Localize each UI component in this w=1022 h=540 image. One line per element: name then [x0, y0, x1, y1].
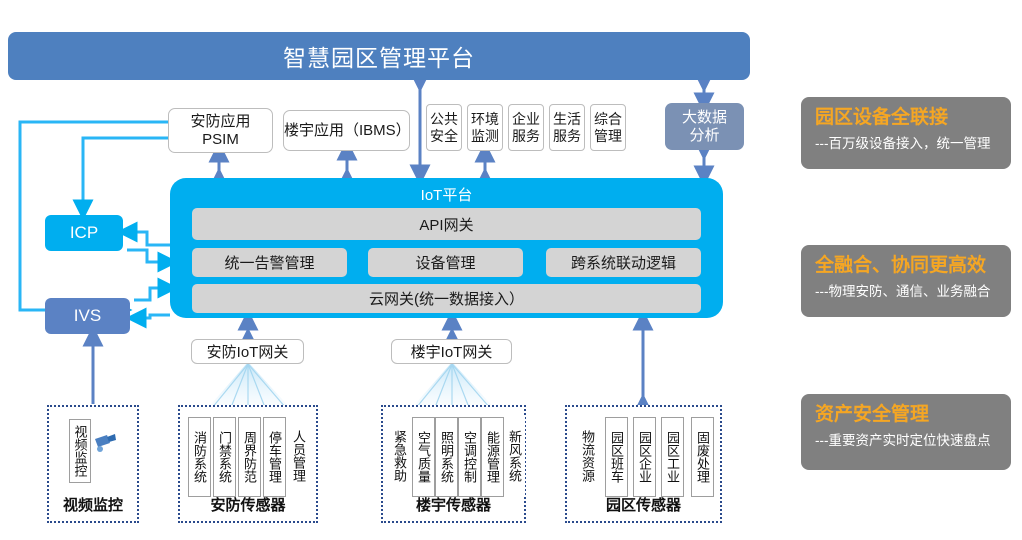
enterprise-line-2: 服务: [512, 127, 540, 144]
gateway-security-iot[interactable]: 安防IoT网关: [191, 339, 304, 364]
iot-card-unified-alarm[interactable]: 统一告警管理: [192, 248, 347, 277]
sensor-access-control[interactable]: 门禁系统: [213, 417, 236, 497]
callout-full-convergence: 全融合、协同更高效 ---物理安防、通信、业务融合: [801, 245, 1011, 317]
sensor-energy-management[interactable]: 能源管理: [481, 417, 504, 497]
bigdata-line-1: 大数据: [681, 108, 727, 126]
gateway-building-iot[interactable]: 楼宇IoT网关: [391, 339, 512, 364]
life-line-1: 生活: [553, 110, 581, 127]
callout-asset-security: 资产安全管理 ---重要资产实时定位快速盘点: [801, 394, 1011, 470]
iot-card-cross-system-logic[interactable]: 跨系统联动逻辑: [546, 248, 701, 277]
app-box-ibms[interactable]: 楼宇应用（IBMS）: [283, 110, 411, 151]
sensor-perimeter-protection[interactable]: 周界防范: [238, 417, 261, 497]
camera-icon: [95, 434, 116, 452]
sensor-fresh-air-system[interactable]: 新风系统: [504, 417, 525, 495]
iot-card-cloud-gateway[interactable]: 云网关(统一数据接入）: [192, 284, 701, 313]
app-box-life-service[interactable]: 生活 服务: [549, 104, 585, 151]
callout-title-device-connectivity: 园区设备全联接: [815, 107, 949, 128]
ivs-node[interactable]: IVS: [45, 298, 130, 334]
group-building-sensors: 紧急救助 空气质量 照明系统 空调控制 能源管理 新风系统 楼宇传感器: [381, 405, 526, 523]
iot-card-api-gateway[interactable]: API网关: [192, 208, 701, 240]
integrated-line-1: 综合: [594, 110, 622, 127]
callout-device-connectivity: 园区设备全联接 ---百万级设备接入，统一管理: [801, 97, 1011, 169]
sensor-parking-management[interactable]: 停车管理: [263, 417, 286, 497]
enterprise-line-1: 企业: [512, 110, 540, 127]
group-title-security-sensors: 安防传感器: [210, 497, 286, 514]
app-box-psim[interactable]: 安防应用 PSIM: [168, 108, 273, 153]
iot-card-device-management[interactable]: 设备管理: [368, 248, 523, 277]
group-title-park-sensors: 园区传感器: [605, 497, 681, 514]
env-line-1: 环境: [471, 110, 499, 127]
group-title-building-sensors: 楼宇传感器: [415, 497, 491, 514]
sensor-park-enterprise[interactable]: 园区企业: [633, 417, 656, 497]
app-box-enterprise-service[interactable]: 企业 服务: [508, 104, 544, 151]
group-security-sensors: 消防系统 门禁系统 周界防范 停车管理 人员管理 安防传感器: [178, 405, 318, 523]
app-box-integrated-management[interactable]: 综合 管理: [590, 104, 626, 151]
sensor-air-quality[interactable]: 空气质量: [412, 417, 435, 497]
group-park-sensors: 物流资源 园区班车 园区企业 园区工业 固废处理 园区传感器: [565, 405, 722, 523]
psim-line-1: 安防应用: [190, 112, 251, 130]
public-safety-line-2: 安全: [430, 127, 458, 144]
env-line-2: 监测: [471, 127, 499, 144]
sensor-logistics-resources[interactable]: 物流资源: [577, 417, 598, 495]
sensor-lighting-system[interactable]: 照明系统: [435, 417, 458, 497]
psim-line-2: PSIM: [202, 130, 239, 148]
sensor-emergency-rescue[interactable]: 紧急救助: [389, 417, 410, 495]
bigdata-analysis-box[interactable]: 大数据 分析: [665, 103, 744, 150]
sensor-solid-waste-treatment[interactable]: 固废处理: [691, 417, 714, 497]
callout-title-asset-security: 资产安全管理: [815, 404, 930, 425]
app-box-public-safety[interactable]: 公共 安全: [426, 104, 462, 151]
callout-sub-device-connectivity: ---百万级设备接入，统一管理: [815, 135, 991, 151]
integrated-line-2: 管理: [594, 127, 622, 144]
icp-node[interactable]: ICP: [45, 215, 123, 251]
sensor-personnel-management[interactable]: 人员管理: [288, 417, 309, 495]
app-box-environment-monitoring[interactable]: 环境 监测: [467, 104, 503, 151]
callout-title-full-convergence: 全融合、协同更高效: [815, 255, 987, 276]
sensor-fire-system[interactable]: 消防系统: [188, 417, 211, 497]
bigdata-line-2: 分析: [689, 126, 720, 144]
group-video-monitor: 视频监控 视频监控: [47, 405, 139, 523]
iot-platform-panel: IoT平台 API网关 统一告警管理 设备管理 跨系统联动逻辑 云网关(统一数据…: [170, 178, 723, 318]
sensor-park-shuttle[interactable]: 园区班车: [605, 417, 628, 497]
platform-banner: 智慧园区管理平台: [8, 32, 750, 80]
sensor-park-industry[interactable]: 园区工业: [661, 417, 684, 497]
iot-platform-title: IoT平台: [420, 187, 473, 204]
callout-sub-asset-security: ---重要资产实时定位快速盘点: [815, 432, 991, 448]
sensor-video-monitor[interactable]: 视频监控: [69, 419, 91, 483]
callout-sub-full-convergence: ---物理安防、通信、业务融合: [815, 283, 991, 299]
group-title-video-monitor: 视频监控: [62, 497, 123, 514]
life-line-2: 服务: [553, 127, 581, 144]
public-safety-line-1: 公共: [430, 110, 458, 127]
sensor-hvac-control[interactable]: 空调控制: [458, 417, 481, 497]
